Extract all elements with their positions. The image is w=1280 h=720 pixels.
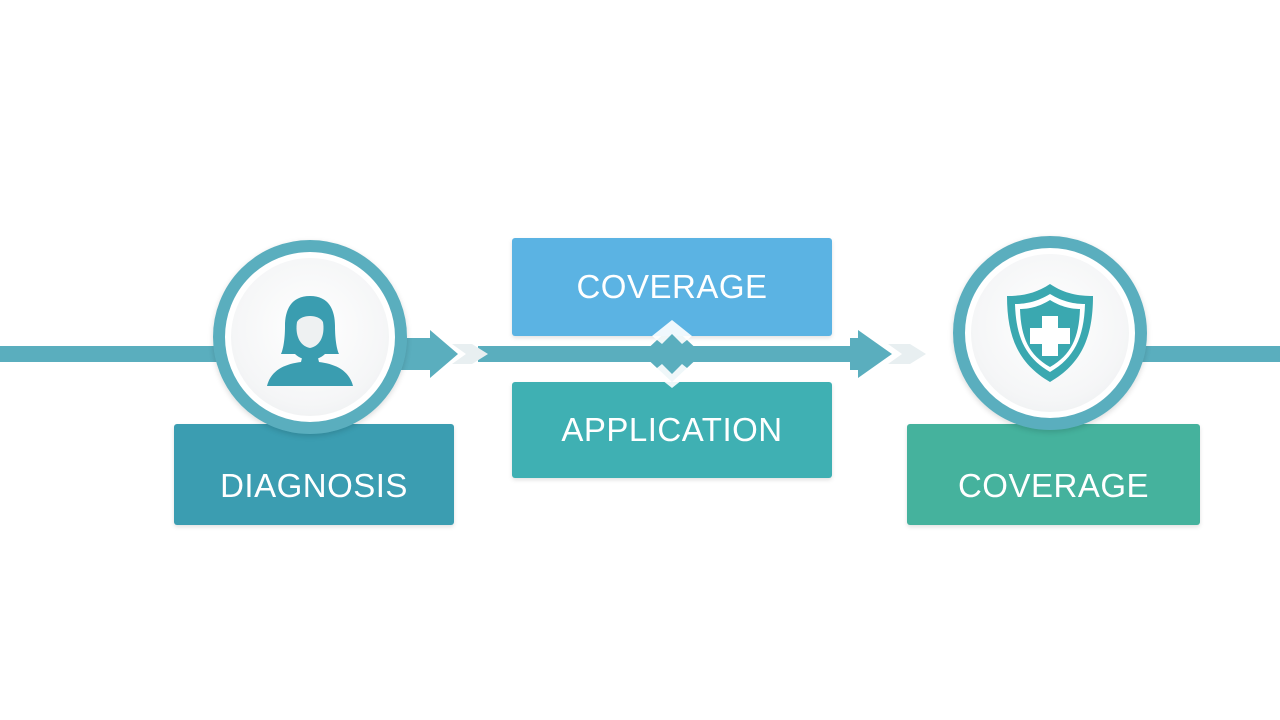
coverage-top-label: COVERAGE xyxy=(576,268,768,305)
diagnosis-circle xyxy=(213,240,407,434)
diagnosis-label: DIAGNOSIS xyxy=(220,467,408,504)
arrow-head-2 xyxy=(850,330,892,378)
arrow-chevron-2 xyxy=(888,344,926,364)
application-label: APPLICATION xyxy=(561,411,783,448)
center-diamond-top xyxy=(652,334,692,374)
flow-line-right xyxy=(1140,346,1280,362)
coverage-top-box: COVERAGE xyxy=(512,238,832,336)
diagnosis-box: DIAGNOSIS xyxy=(174,424,454,525)
arrow-chevron-1 xyxy=(452,344,488,364)
coverage-circle xyxy=(953,236,1147,430)
coverage-final-box: COVERAGE xyxy=(907,424,1200,525)
coverage-final-label: COVERAGE xyxy=(957,467,1150,504)
shield-cross-icon xyxy=(1007,284,1093,382)
application-box: APPLICATION xyxy=(512,382,832,478)
arrow-head-1 xyxy=(398,330,458,378)
person-icon xyxy=(267,296,353,386)
flow-line-left xyxy=(0,346,230,362)
